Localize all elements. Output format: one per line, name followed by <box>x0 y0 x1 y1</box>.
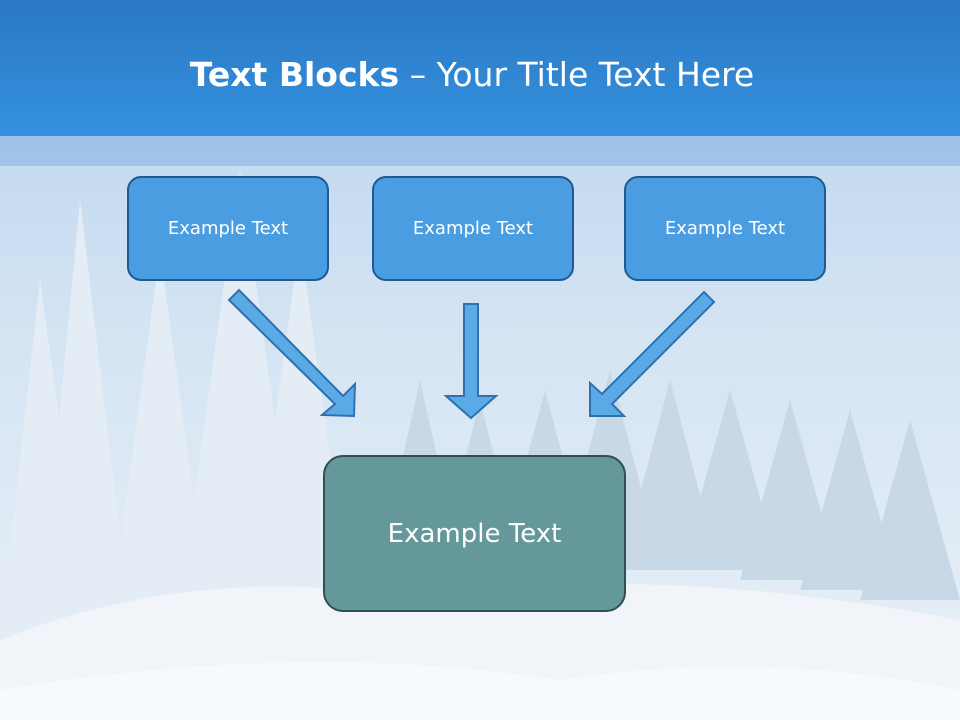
text-block-1-label: Example Text <box>167 218 289 239</box>
title-rest: – Your Title Text Here <box>399 55 755 94</box>
arrow-center <box>443 303 499 420</box>
result-block-label: Example Text <box>387 518 562 549</box>
title-bold: Text Blocks <box>189 55 400 94</box>
arrow-right <box>589 290 716 417</box>
text-block-3-label: Example Text <box>664 218 786 239</box>
text-block-1[interactable]: Example Text <box>127 176 329 281</box>
text-block-2[interactable]: Example Text <box>372 176 574 281</box>
result-block[interactable]: Example Text <box>323 455 626 612</box>
arrow-left <box>227 288 357 418</box>
header-strip <box>0 136 960 166</box>
slide-title: Text Blocks – Your Title Text Here <box>0 52 944 98</box>
text-block-3[interactable]: Example Text <box>624 176 826 281</box>
title-bar <box>0 0 960 136</box>
text-block-2-label: Example Text <box>412 218 534 239</box>
